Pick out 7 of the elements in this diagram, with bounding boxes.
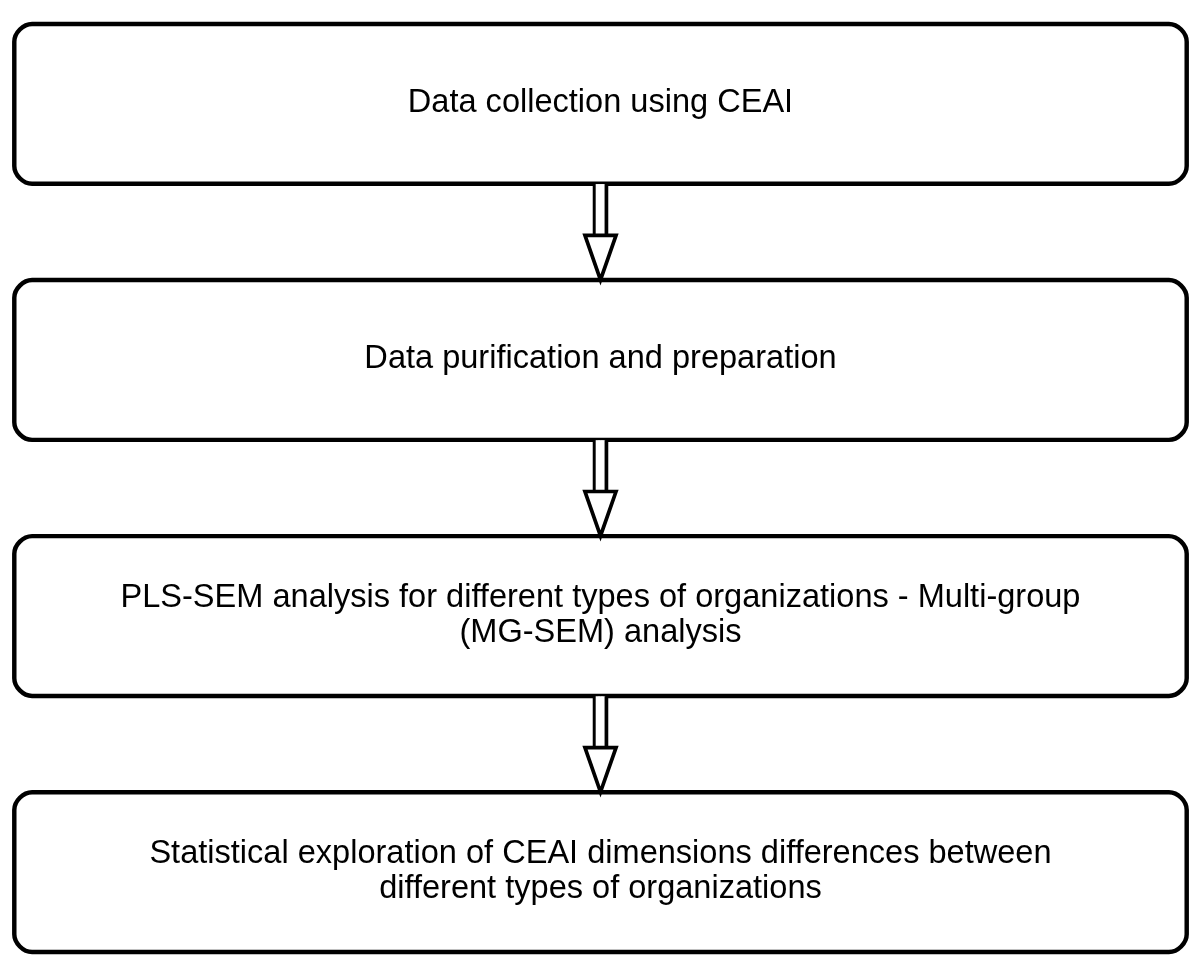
arrow [582,440,619,542]
node-box: Data purification and preparation [12,277,1189,443]
arrow [582,696,619,798]
node-box: Statistical exploration of CEAI dimensions differences between different types of organizations [12,790,1189,955]
node-box: Data collection using CEAI [12,21,1189,186]
node-box: PLS-SEM analysis for different types of organizations - Multi-group (MG-SEM) analysis [12,533,1189,699]
arrow [582,184,619,286]
